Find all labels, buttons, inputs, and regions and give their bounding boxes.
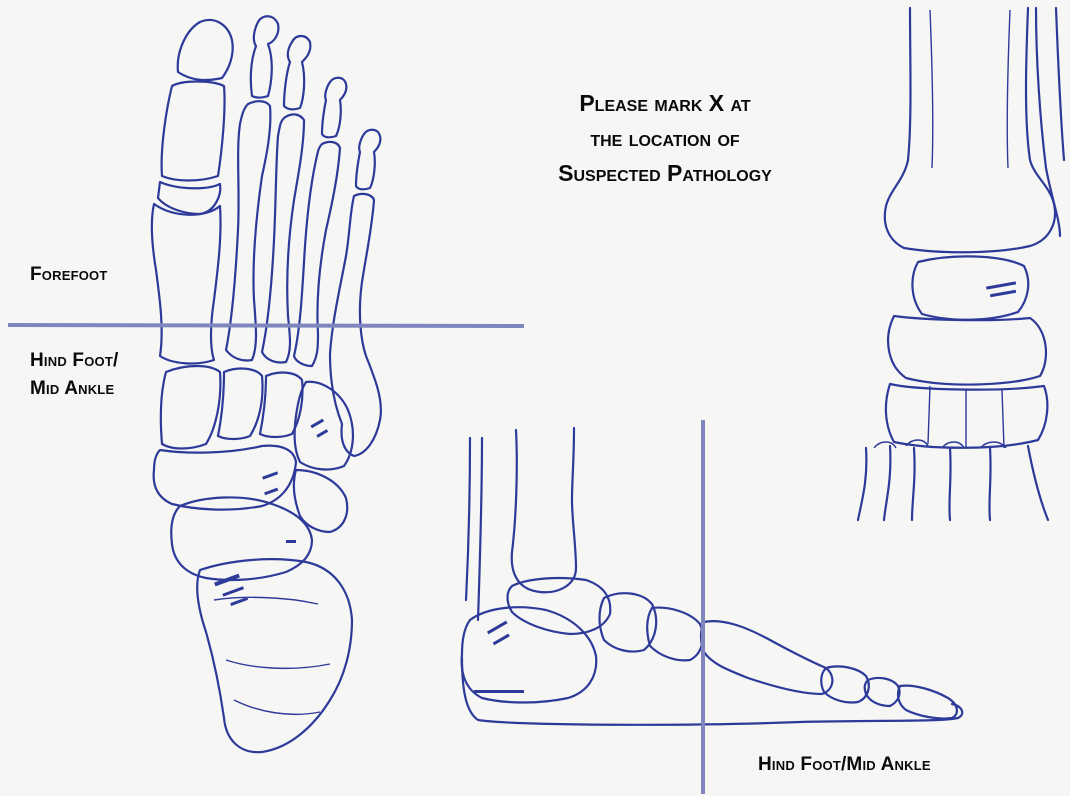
lateral-shading — [474, 621, 524, 693]
ankle-metatarsals[interactable] — [858, 446, 1048, 520]
instruction-line-2: the location of — [470, 121, 860, 156]
instruction-text: Please mark X at the location of Suspect… — [470, 86, 860, 191]
first-metatarsal[interactable] — [152, 204, 221, 363]
fibula[interactable] — [1036, 8, 1064, 236]
tibia-inner-line — [930, 10, 1010, 168]
lateral-calcaneus[interactable] — [462, 607, 597, 702]
ankle-navicular[interactable] — [888, 316, 1046, 385]
forefoot-divider-line — [8, 325, 524, 326]
hindfoot-label-line-1: Hind Foot/ — [30, 347, 118, 375]
ankle-cuneiform-divisions — [928, 386, 1004, 448]
medial-cuneiform[interactable] — [161, 366, 221, 449]
big-toe-sesamoid[interactable] — [158, 182, 220, 214]
hindfoot-label-line-2: Mid Ankle — [30, 375, 118, 403]
lateral-fibula[interactable] — [478, 438, 482, 620]
bottom-hindfoot-label: Hind Foot/Mid Ankle — [758, 754, 931, 776]
instruction-line-1: Please mark X at — [470, 86, 860, 121]
ankle-anterior-skeleton — [858, 8, 1064, 520]
navicular[interactable] — [154, 446, 296, 510]
ankle-talus[interactable] — [912, 256, 1028, 319]
second-metatarsal[interactable] — [226, 101, 270, 360]
lateral-sole-outline[interactable] — [462, 658, 962, 725]
calcaneus-joint-line — [214, 597, 330, 714]
tibia[interactable] — [885, 8, 1055, 252]
fifth-toe-phalanges[interactable] — [356, 130, 380, 190]
lateral-cuneiform[interactable] — [260, 373, 303, 437]
third-toe-phalanges[interactable] — [284, 36, 310, 109]
hindfoot-midankle-label: Hind Foot/ Mid Ankle — [30, 347, 118, 403]
fourth-toe-phalanges[interactable] — [322, 78, 346, 138]
talus-head[interactable] — [294, 470, 347, 532]
big-toe-distal-phalanx[interactable] — [178, 20, 233, 80]
dorsal-foot-skeleton — [152, 16, 381, 752]
calcaneus[interactable] — [197, 559, 352, 752]
intermediate-cuneiform[interactable] — [218, 369, 263, 439]
lateral-metatarsal[interactable] — [701, 621, 832, 694]
lateral-middle-phalanx[interactable] — [865, 678, 900, 706]
second-toe-phalanges[interactable] — [251, 16, 279, 97]
lateral-foot-skeleton — [462, 428, 963, 725]
ankle-shading — [986, 281, 1016, 297]
lateral-distal-phalanx[interactable] — [898, 686, 957, 719]
big-toe-proximal-phalanx[interactable] — [162, 82, 225, 181]
instruction-line-3: Suspected Pathology — [470, 156, 860, 191]
forefoot-label: Forefoot — [30, 264, 107, 286]
